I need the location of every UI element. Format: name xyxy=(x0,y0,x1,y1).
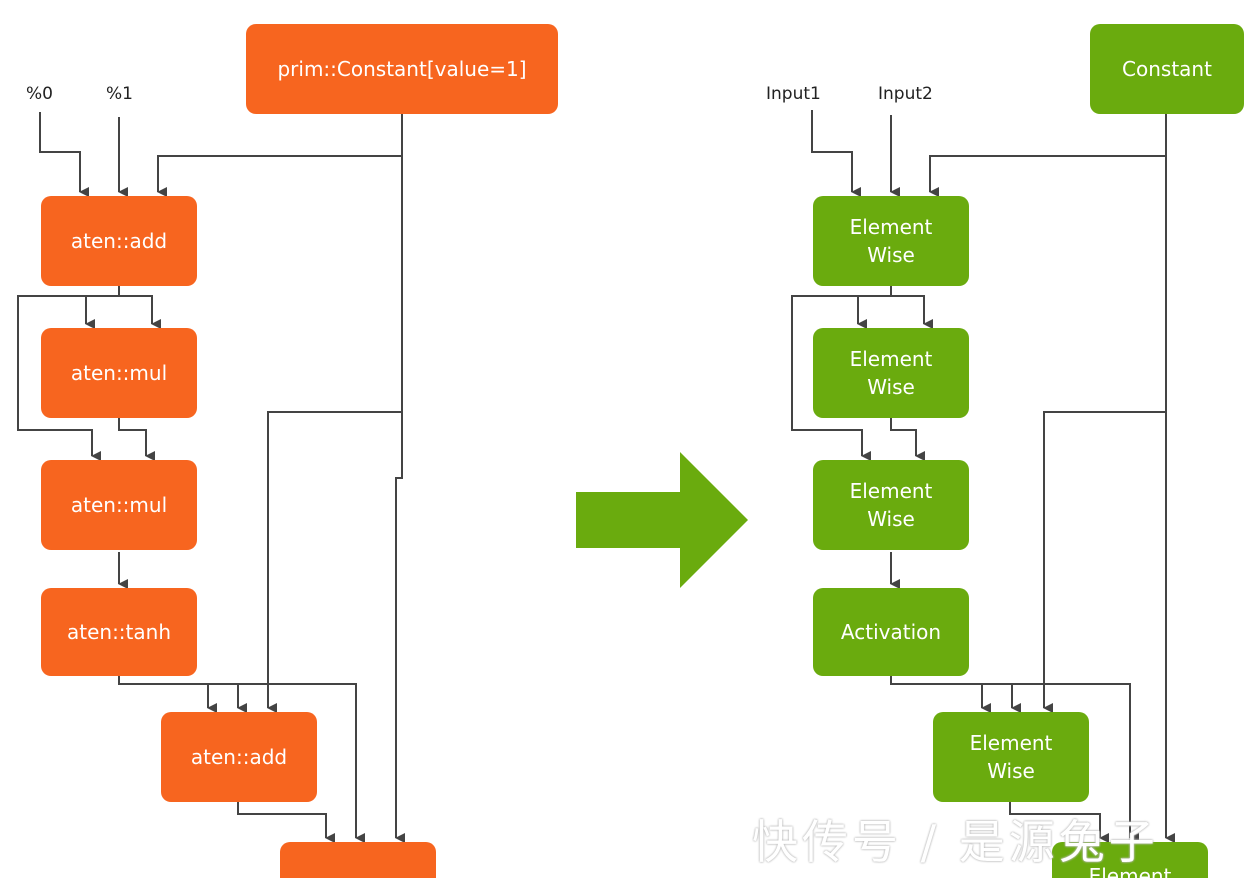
input-label-input2: Input2 xyxy=(878,84,933,104)
edge-add2-out xyxy=(237,802,335,843)
node-constant: Constant xyxy=(1090,24,1244,114)
edge-act-ew4 xyxy=(890,676,1139,843)
edge-ew4-out xyxy=(1009,802,1109,843)
edge-add1-mul1b xyxy=(119,295,161,329)
edge-ew2-ew3 xyxy=(890,418,925,461)
node-element-partial: Element xyxy=(1052,842,1208,878)
node-element-wise-2: Element Wise xyxy=(813,328,969,418)
node-aten-tanh: aten::tanh xyxy=(41,588,197,676)
watermark-text: 快传号 / 是源兔子 xyxy=(752,815,1159,869)
node-activation: Activation xyxy=(813,588,969,676)
edge-input1-ew1 xyxy=(811,110,861,197)
edge-ew1-ew3 xyxy=(791,295,871,461)
edge-in0-add1 xyxy=(39,112,89,197)
edge-const-add1 xyxy=(157,155,402,197)
node-element-wise-4: Element Wise xyxy=(933,712,1089,802)
edge-add1-split xyxy=(85,286,120,329)
node-aten-mul-2: aten::mul xyxy=(41,460,197,550)
conversion-arrow-icon xyxy=(576,452,748,588)
input-label-input1: Input1 xyxy=(766,84,821,104)
node-aten-add-2: aten::add xyxy=(161,712,317,802)
node-output-partial xyxy=(280,842,436,878)
input-label-0: %0 xyxy=(26,84,53,104)
node-element-wise-3: Element Wise xyxy=(813,460,969,550)
node-aten-mul-1: aten::mul xyxy=(41,328,197,418)
input-label-1: %1 xyxy=(106,84,133,104)
node-aten-add-1: aten::add xyxy=(41,196,197,286)
edge-const-add2 xyxy=(267,411,402,713)
edge-constant-ew4 xyxy=(1043,411,1166,713)
edge-const-trunk xyxy=(395,114,405,843)
edge-add1-mul2 xyxy=(17,295,101,461)
edge-constant-ew1 xyxy=(929,155,1166,197)
node-element-wise-1: Element Wise xyxy=(813,196,969,286)
edge-ew1-split xyxy=(857,286,892,329)
edge-mul1-mul2 xyxy=(118,418,155,461)
node-prim-constant: prim::Constant[value=1] xyxy=(246,24,558,114)
edge-ew1-ew2b xyxy=(891,295,933,329)
